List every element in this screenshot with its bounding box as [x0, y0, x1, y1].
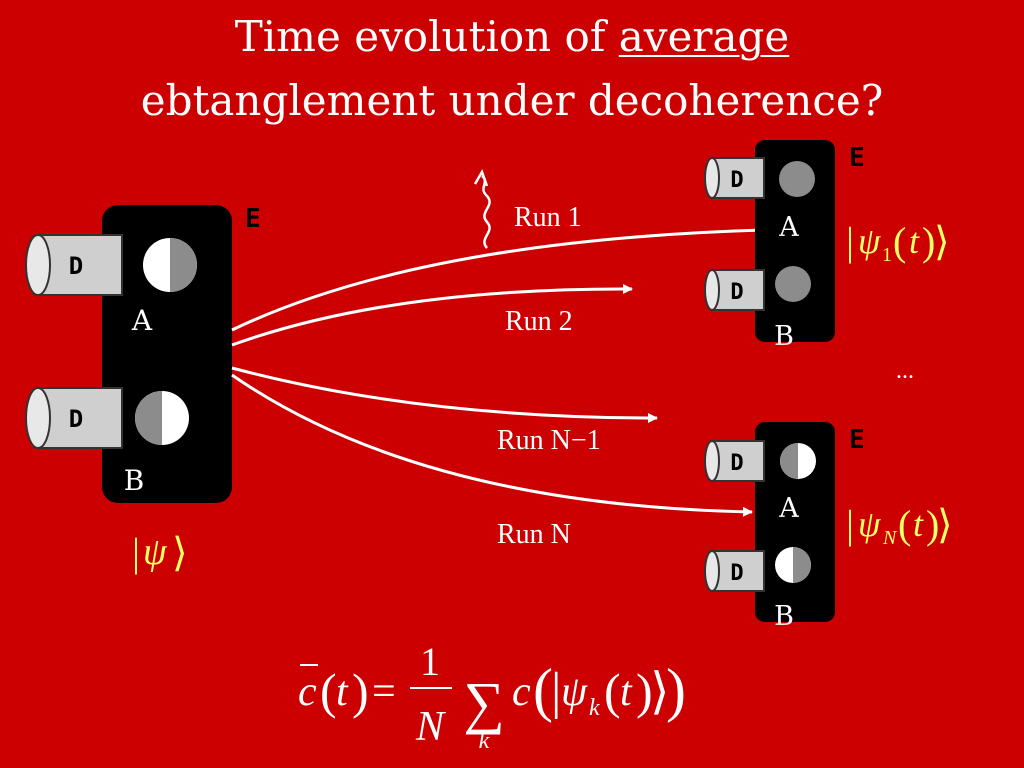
- target-1-env-label: E: [849, 143, 865, 173]
- run-n-arrow: [231, 373, 753, 517]
- target-1-detector-b: D: [704, 269, 765, 311]
- target-1-state-psi: ψ: [858, 221, 881, 261]
- target-n-env-label: E: [849, 425, 865, 455]
- target-n-detector-b-label: D: [730, 561, 743, 586]
- source-pair: D D A B E | ψ ⟩: [25, 204, 261, 575]
- target-1-qubit-b-icon: [775, 266, 811, 302]
- target-n-state-time: t: [913, 504, 924, 544]
- target-1-state-time: t: [909, 221, 920, 261]
- svg-text:|: |: [846, 219, 854, 264]
- title-prefix: Time evolution of: [234, 12, 606, 61]
- formula-lhs-var: c: [298, 669, 317, 715]
- svg-text:(: (: [898, 502, 911, 547]
- target-1: D D A B E | ψ 1 ( t ) ⟩: [704, 140, 950, 352]
- target-1-qubit-a-label: A: [778, 212, 799, 243]
- svg-text:⟩: ⟩: [650, 663, 670, 719]
- title-emphasis: average: [618, 12, 790, 61]
- target-n-detector-a-label: D: [730, 451, 743, 476]
- source-detector-b: D: [25, 387, 123, 449]
- target-n-detector-a: D: [704, 440, 765, 482]
- target-1-qubit-b-label: B: [774, 321, 794, 352]
- source-qubit-b-icon: [135, 391, 189, 445]
- run-arrows: Run 1 Run 2 Run N−1 Run N: [231, 169, 766, 550]
- svg-text:): ): [926, 502, 939, 547]
- svg-text:⟩: ⟩: [937, 502, 953, 547]
- source-qubit-a-label: A: [131, 304, 153, 337]
- source-box: [102, 205, 232, 503]
- run-n-1-label: Run N−1: [497, 425, 601, 456]
- run-1-label: Run 1: [514, 202, 582, 233]
- target-n-state-psi: ψ: [858, 504, 881, 544]
- svg-text:): ): [666, 657, 686, 723]
- source-detector-b-label: D: [69, 405, 83, 433]
- target-1-box: [755, 140, 835, 342]
- source-qubit-a-icon: [143, 238, 197, 292]
- target-1-state-ket: | ψ 1 ( t ) ⟩: [846, 219, 950, 266]
- svg-text:(: (: [893, 219, 906, 264]
- svg-text:): ): [922, 219, 935, 264]
- svg-text:⟩: ⟩: [934, 219, 950, 264]
- average-entanglement-formula: c ( t ) = 1 N ∑ k c ( | ψ k ( t ) ⟩ ): [298, 639, 686, 754]
- target-n-state-sub: N: [882, 527, 898, 549]
- decoherence-wave-icon: [473, 169, 491, 249]
- source-state-ket: | ψ ⟩: [132, 530, 188, 575]
- target-1-detector-a-label: D: [730, 168, 743, 193]
- svg-text:(: (: [604, 663, 621, 719]
- formula-term-psi: ψ: [561, 669, 588, 715]
- svg-text:|: |: [132, 530, 140, 575]
- source-qubit-b-label: B: [124, 464, 145, 497]
- source-env-label: E: [245, 204, 261, 234]
- svg-text:(: (: [533, 657, 553, 723]
- svg-text:⟩: ⟩: [172, 530, 188, 575]
- target-1-state-sub: 1: [882, 244, 892, 266]
- formula-sum: ∑: [463, 670, 504, 735]
- target-n-state-ket: | ψ N ( t ) ⟩: [846, 502, 953, 549]
- target-n-box: [755, 422, 835, 622]
- run-n-label: Run N: [497, 519, 571, 550]
- formula-numerator: 1: [420, 639, 440, 684]
- target-n-qubit-b-icon: [775, 547, 811, 583]
- run-n-1-arrow: [231, 366, 658, 423]
- target-n-qubit-b-label: B: [774, 601, 794, 632]
- run-1-arrow: [231, 225, 766, 332]
- svg-text:|: |: [551, 663, 561, 720]
- svg-text:(: (: [320, 663, 337, 719]
- formula-term-sub: k: [589, 695, 600, 721]
- formula-equals: =: [372, 669, 396, 715]
- target-n-detector-b: D: [704, 550, 765, 592]
- svg-text:|: |: [846, 502, 854, 547]
- formula-denominator: N: [415, 704, 446, 750]
- slide-title-line-2: ebtanglement under decoherence?: [140, 76, 884, 125]
- target-n: D D A B E | ψ N ( t ) ⟩: [704, 422, 953, 632]
- formula-lhs-arg: t: [336, 669, 349, 715]
- target-n-qubit-a-icon: [780, 443, 816, 479]
- target-1-detector-a: D: [704, 157, 765, 199]
- slide-title: Time evolution of average: [0, 6, 1024, 68]
- formula-sum-index: k: [479, 728, 490, 754]
- target-1-detector-b-label: D: [730, 280, 743, 305]
- formula-term-var: c: [512, 669, 531, 715]
- run-2-label: Run 2: [505, 306, 573, 337]
- source-state-psi: ψ: [143, 531, 168, 573]
- formula-term-arg: t: [620, 669, 633, 715]
- target-n-qubit-a-label: A: [778, 493, 799, 524]
- target-1-qubit-a-icon: [779, 161, 815, 197]
- ellipsis: ...: [896, 358, 914, 384]
- source-detector-a-label: D: [69, 252, 83, 280]
- svg-text:): ): [636, 663, 653, 719]
- run-2-arrow: [231, 283, 633, 347]
- source-detector-a: D: [25, 234, 123, 296]
- svg-text:): ): [352, 663, 369, 719]
